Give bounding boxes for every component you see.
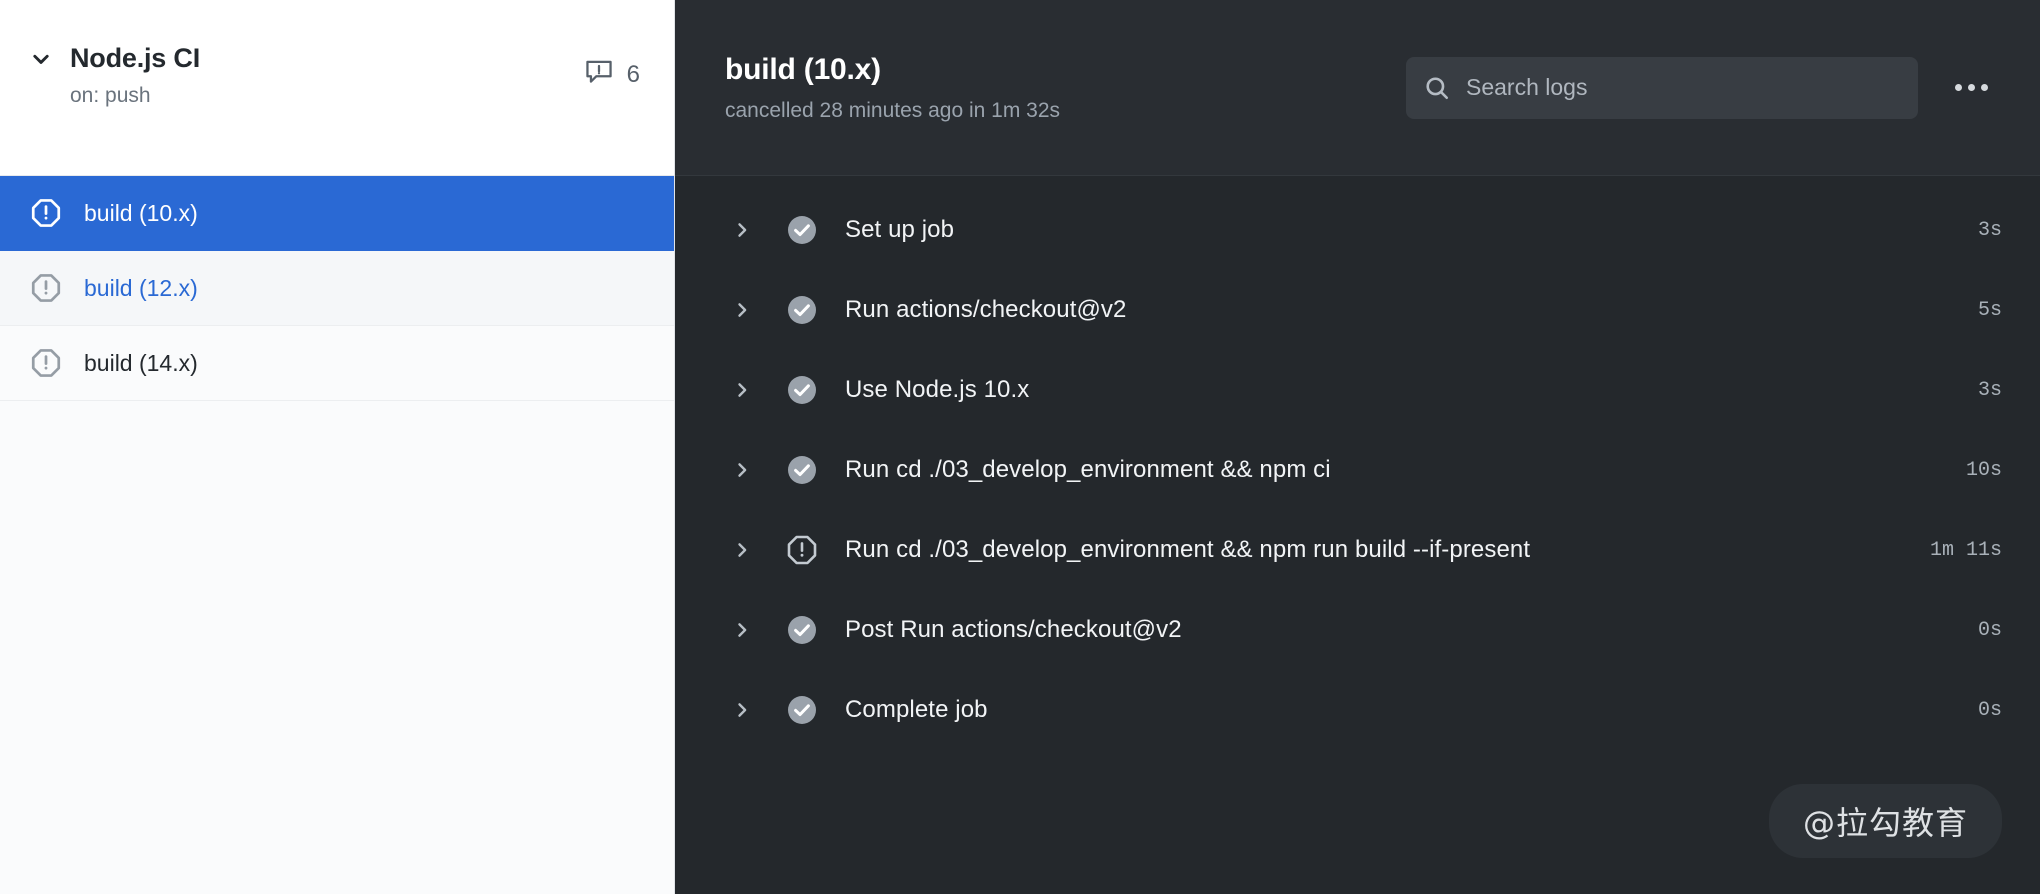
job-title: build (10.x): [725, 52, 881, 86]
chevron-right-icon[interactable]: [725, 380, 759, 400]
sidebar-item-label: build (12.x): [84, 274, 198, 301]
log-panel-header: build (10.x) cancelled 28 minutes ago in…: [675, 0, 2040, 176]
step-duration: 10s: [1965, 458, 2002, 482]
chevron-right-icon[interactable]: [725, 460, 759, 480]
annotations-summary[interactable]: 6: [585, 58, 640, 91]
chevron-right-icon[interactable]: [725, 700, 759, 720]
chevron-right-icon[interactable]: [725, 300, 759, 320]
job-status-text: cancelled 28 minutes ago in 1m 32s: [725, 98, 1061, 122]
jobs-sidebar: Node.js CI on: push 6: [0, 0, 675, 894]
sidebar-item-build-10x[interactable]: build (10.x): [0, 176, 674, 251]
check-circle-icon: [785, 693, 819, 727]
step-label: Complete job: [845, 696, 988, 723]
search-logs-box[interactable]: [1406, 56, 1918, 119]
octagon-alert-icon: [30, 272, 62, 304]
check-circle-icon: [785, 213, 819, 247]
annotation-alert-icon: [585, 58, 613, 91]
step-row[interactable]: Set up job 3s: [675, 190, 2040, 270]
sidebar-item-build-12x[interactable]: build (12.x): [0, 251, 674, 326]
step-duration: 3s: [1977, 218, 2002, 242]
chevron-right-icon[interactable]: [725, 540, 759, 560]
step-duration: 0s: [1977, 618, 2002, 642]
search-input[interactable]: [1466, 74, 1900, 101]
step-row[interactable]: Post Run actions/checkout@v2 0s: [675, 590, 2040, 670]
octagon-alert-icon: [30, 347, 62, 379]
step-duration: 0s: [1977, 698, 2002, 722]
annotation-count: 6: [626, 60, 640, 88]
check-circle-icon: [785, 453, 819, 487]
step-row[interactable]: Run actions/checkout@v2 5s: [675, 270, 2040, 350]
step-row[interactable]: Complete job 0s: [675, 670, 2040, 750]
step-duration: 1m 11s: [1929, 538, 2002, 562]
check-circle-icon: [785, 293, 819, 327]
sidebar-item-label: build (14.x): [84, 349, 198, 376]
steps-list: Set up job 3s Run actions/checkout@v2 5s: [675, 176, 2040, 750]
sidebar-item-build-14x[interactable]: build (14.x): [0, 326, 674, 401]
octagon-alert-icon: [785, 533, 819, 567]
step-row[interactable]: Use Node.js 10.x 3s: [675, 350, 2040, 430]
log-header-text: build (10.x) cancelled 28 minutes ago in…: [725, 53, 1406, 123]
step-duration: 5s: [1977, 298, 2002, 322]
step-row[interactable]: Run cd ./03_develop_environment && npm c…: [675, 430, 2040, 510]
job-list: build (10.x) build (12.x): [0, 176, 674, 401]
step-label: Use Node.js 10.x: [845, 376, 1030, 403]
workflow-header: Node.js CI on: push 6: [0, 0, 674, 176]
octagon-alert-icon: [30, 197, 62, 229]
step-label: Run actions/checkout@v2: [845, 296, 1127, 323]
step-label: Run cd ./03_develop_environment && npm r…: [845, 536, 1531, 563]
step-label: Post Run actions/checkout@v2: [845, 616, 1182, 643]
step-label: Set up job: [845, 216, 955, 243]
watermark: @拉勾教育: [1768, 784, 2002, 858]
step-row[interactable]: Run cd ./03_develop_environment && npm r…: [675, 510, 2040, 590]
sidebar-item-label: build (10.x): [84, 199, 198, 226]
step-duration: 3s: [1977, 378, 2002, 402]
chevron-right-icon[interactable]: [725, 220, 759, 240]
chevron-right-icon[interactable]: [725, 620, 759, 640]
check-circle-icon: [785, 373, 819, 407]
log-panel: build (10.x) cancelled 28 minutes ago in…: [675, 0, 2040, 894]
step-label: Run cd ./03_develop_environment && npm c…: [845, 456, 1331, 483]
workflow-trigger: on: push: [70, 83, 151, 107]
search-icon: [1424, 75, 1450, 101]
check-circle-icon: [785, 613, 819, 647]
workflow-title-row[interactable]: Node.js CI: [28, 43, 646, 74]
page-title: Node.js CI: [70, 43, 201, 73]
kebab-menu-icon[interactable]: [1940, 57, 2002, 119]
chevron-down-icon[interactable]: [28, 46, 54, 72]
